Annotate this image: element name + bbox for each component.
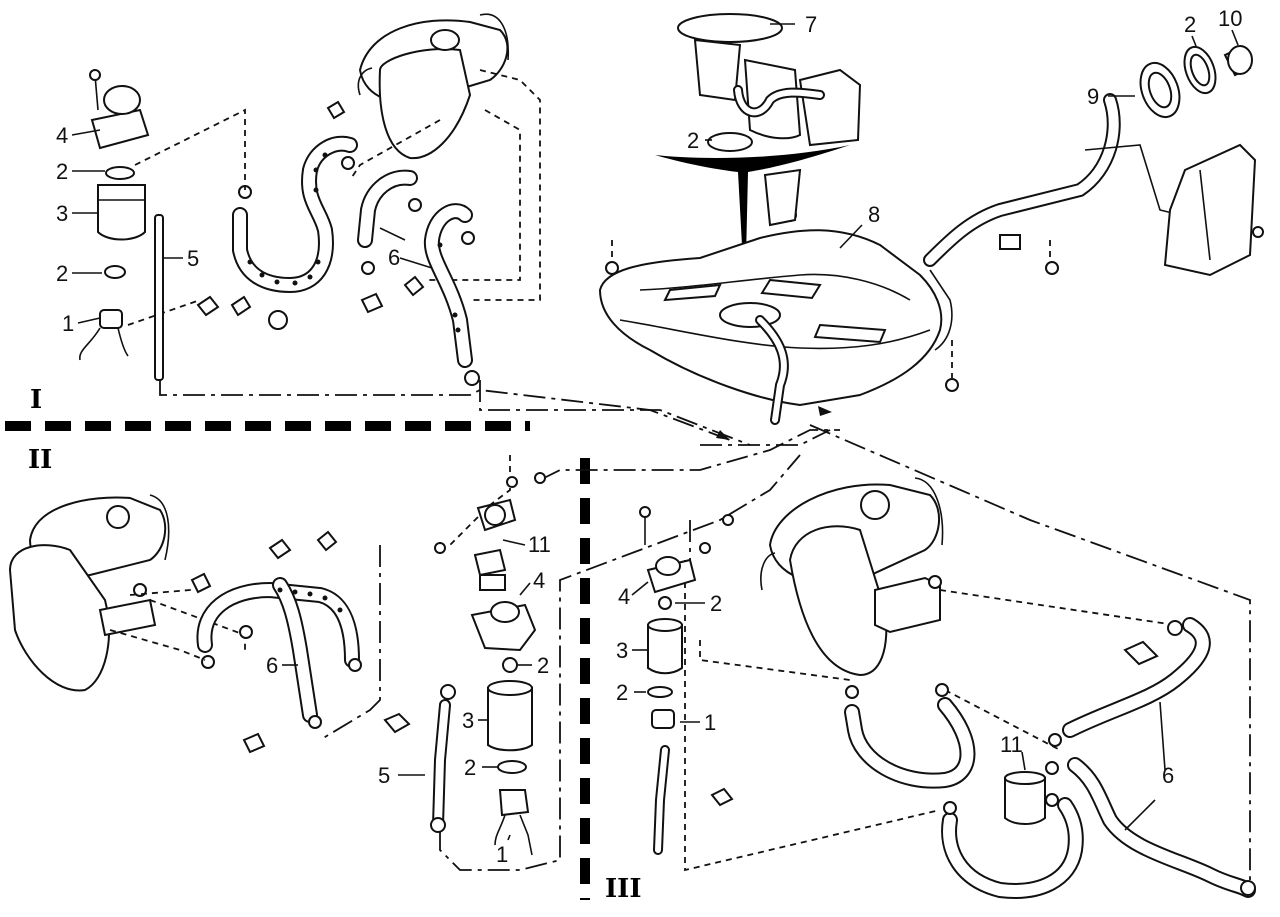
callout-1-top: 1 <box>62 311 74 336</box>
filler-cap <box>1223 29 1253 77</box>
fuel-filter-section-i <box>79 69 246 361</box>
callout-4-mid: 4 <box>533 568 545 593</box>
hose-dashed-loop-top <box>349 69 541 301</box>
callout-2-mid-a: 2 <box>537 653 549 678</box>
fuel-hose-top-right <box>357 169 473 368</box>
callout-2-mid-b: 2 <box>464 755 476 780</box>
section-label-i: I <box>30 385 42 415</box>
fuel-hose-top-left <box>232 135 358 294</box>
fuel-pump-module <box>677 13 862 147</box>
pump-gasket <box>705 132 753 152</box>
filler-shield <box>1163 143 1264 277</box>
callout-7: 7 <box>805 12 817 37</box>
engine-assembly-right <box>760 477 944 677</box>
fuel-pipe-5-mid <box>383 684 456 833</box>
callout-2-top-a: 2 <box>56 159 68 184</box>
callout-1-right: 1 <box>704 710 716 735</box>
callout-2-filler: 2 <box>1184 12 1196 37</box>
fuel-filter-section-iii <box>631 506 734 855</box>
callout-2-top-b: 2 <box>56 261 68 286</box>
callout-2-right-a: 2 <box>710 591 722 616</box>
callout-8: 8 <box>868 202 880 227</box>
callout-5-top: 5 <box>187 246 199 271</box>
engine-assembly-top <box>357 13 510 160</box>
section-label-iii: III <box>605 874 642 904</box>
callout-6-right-a: 6 <box>1162 763 1174 788</box>
callout-2-right-b: 2 <box>616 680 628 705</box>
leaders-top-left <box>71 129 433 324</box>
callout-3-mid: 3 <box>462 708 474 733</box>
callout-9: 9 <box>1087 84 1099 109</box>
fuel-filter-section-ii <box>470 582 537 856</box>
clamps-top-left <box>196 100 480 386</box>
section-label-ii: II <box>28 445 52 475</box>
callout-6-top: 6 <box>388 245 400 270</box>
engine-assembly-left <box>8 494 215 692</box>
callout-3-top: 3 <box>56 201 68 226</box>
callout-3-right: 3 <box>616 638 628 663</box>
fuel-tank <box>598 224 953 425</box>
callout-2-pump: 2 <box>687 128 699 153</box>
fuel-hose-left <box>190 530 362 754</box>
callout-11-mid: 11 <box>528 532 551 557</box>
callout-1-mid: 1 <box>496 842 508 867</box>
callout-11-right: 11 <box>1000 732 1023 757</box>
callout-6-left: 6 <box>266 653 278 678</box>
callout-5-mid: 5 <box>378 763 390 788</box>
fuel-pipe-5-top <box>154 214 164 381</box>
priming-pump-right <box>1004 733 1062 825</box>
routing-lines <box>159 380 1251 880</box>
filler-gasket <box>1183 35 1217 95</box>
priming-pump-11 <box>434 455 546 591</box>
callout-4-right: 4 <box>618 584 630 609</box>
flow-arrows <box>716 406 832 440</box>
callout-4-top: 4 <box>56 123 68 148</box>
callout-10: 10 <box>1218 6 1242 31</box>
fuel-hoses-right <box>844 617 1256 899</box>
tank-bolts <box>605 168 1059 392</box>
